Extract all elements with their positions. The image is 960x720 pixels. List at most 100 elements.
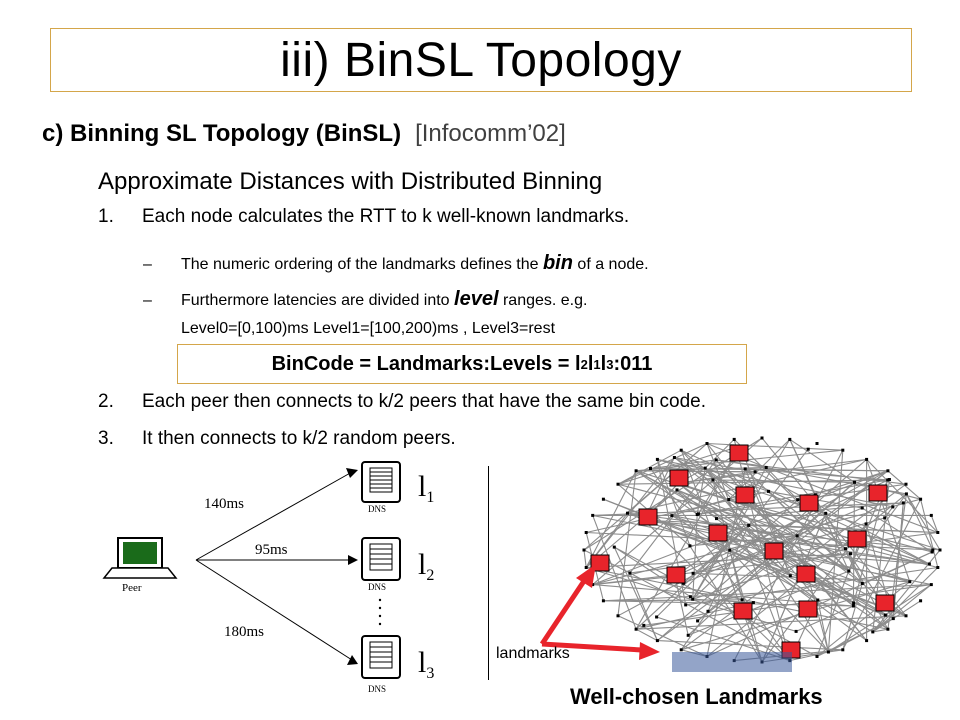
network-node bbox=[795, 534, 799, 538]
network-edge bbox=[650, 468, 791, 661]
network-node bbox=[655, 615, 659, 619]
network-edge bbox=[617, 470, 637, 616]
peer-laptop-icon bbox=[102, 537, 178, 579]
edge-label-180ms: 180ms bbox=[224, 624, 264, 640]
network-node bbox=[788, 574, 792, 578]
network-edge bbox=[892, 502, 904, 619]
network-node bbox=[705, 442, 709, 445]
network-graph bbox=[540, 436, 942, 672]
network-node bbox=[691, 571, 695, 575]
network-node bbox=[584, 566, 588, 569]
network-node bbox=[688, 544, 692, 548]
network-node bbox=[753, 470, 757, 474]
network-edge bbox=[842, 583, 863, 650]
network-edge bbox=[635, 445, 741, 630]
level-term: level bbox=[454, 288, 499, 310]
network-edge bbox=[816, 581, 911, 657]
network-node bbox=[864, 522, 868, 526]
network-edge bbox=[583, 549, 587, 568]
network-node bbox=[591, 583, 595, 587]
landmark-label-l1: l1 bbox=[418, 470, 434, 506]
network-node bbox=[891, 617, 895, 621]
network-node bbox=[901, 501, 905, 505]
network-node bbox=[591, 513, 595, 517]
network-node bbox=[815, 442, 819, 445]
network-node bbox=[930, 550, 934, 554]
network-edge bbox=[872, 567, 939, 633]
network-node bbox=[883, 516, 887, 520]
network-edge bbox=[680, 450, 763, 663]
landmark-node bbox=[733, 602, 753, 620]
network-node bbox=[860, 506, 864, 510]
network-edge bbox=[614, 546, 818, 657]
edge-label-140ms: 140ms bbox=[204, 496, 244, 512]
blurred-logo-strip bbox=[672, 652, 792, 672]
network-edge bbox=[586, 531, 933, 551]
network-edge bbox=[728, 498, 933, 553]
network-node bbox=[706, 609, 710, 613]
network-node bbox=[919, 497, 923, 501]
network-node bbox=[670, 514, 674, 518]
network-edge bbox=[692, 517, 885, 574]
network-edge bbox=[643, 519, 907, 617]
network-node bbox=[655, 457, 659, 461]
network-node bbox=[672, 456, 676, 459]
landmark-node bbox=[729, 444, 749, 462]
network-edge bbox=[884, 506, 894, 519]
list-item-3: 3.It then connects to k/2 random peers. bbox=[98, 428, 456, 449]
network-edge bbox=[905, 493, 934, 551]
network-edge bbox=[729, 549, 894, 620]
network-node bbox=[760, 436, 764, 440]
network-edge bbox=[617, 483, 938, 569]
network-node bbox=[871, 630, 875, 634]
network-edge bbox=[617, 479, 888, 485]
landmark-node bbox=[868, 484, 888, 502]
landmark-node bbox=[669, 469, 689, 487]
edge-line-3 bbox=[195, 559, 353, 661]
network-node bbox=[675, 488, 679, 492]
network-edge bbox=[733, 439, 846, 550]
sub-item-bin: –The numeric ordering of the landmarks d… bbox=[143, 252, 649, 274]
network-node bbox=[904, 482, 908, 486]
landmark-node bbox=[735, 486, 755, 504]
network-node bbox=[841, 448, 845, 452]
network-node bbox=[728, 548, 732, 552]
landmarks-label: landmarks bbox=[496, 645, 570, 662]
network-edge bbox=[680, 610, 709, 651]
peer-landmark-diagram: Peer 140ms 95ms 180ms DNS DNS DNS l1 l2 … bbox=[102, 461, 434, 694]
network-node bbox=[634, 469, 638, 473]
network-edge bbox=[827, 450, 844, 653]
network-node bbox=[853, 480, 856, 484]
network-node bbox=[852, 601, 856, 605]
network-node bbox=[919, 599, 923, 603]
title-box: iii) BinSL Topology bbox=[50, 28, 912, 92]
network-edge bbox=[627, 458, 867, 514]
network-node bbox=[794, 629, 798, 633]
network-node bbox=[826, 650, 830, 654]
network-edge bbox=[657, 640, 843, 651]
network-node bbox=[904, 614, 908, 618]
network-edge bbox=[872, 618, 894, 633]
network-node bbox=[655, 639, 659, 643]
network-edge bbox=[617, 442, 708, 485]
network-edge bbox=[629, 572, 791, 662]
network-node bbox=[696, 512, 700, 516]
network-edge bbox=[697, 470, 889, 622]
network-node bbox=[688, 595, 692, 599]
subtitle: c) Binning SL Topology (BinSL)[Infocomm’… bbox=[42, 120, 566, 148]
network-edge bbox=[603, 599, 743, 602]
network-edge bbox=[592, 515, 637, 630]
subtitle-reference: [Infocomm’02] bbox=[415, 120, 566, 147]
edge-label-95ms: 95ms bbox=[255, 542, 288, 558]
network-node bbox=[715, 517, 718, 521]
landmark-node bbox=[847, 530, 867, 548]
network-node bbox=[936, 566, 940, 569]
dns-label-2: DNS bbox=[368, 582, 386, 592]
dns-server-icon-1 bbox=[361, 461, 401, 503]
landmark-label-l2: l2 bbox=[418, 548, 434, 584]
network-edge bbox=[729, 549, 874, 633]
bin-term: bin bbox=[542, 252, 573, 274]
network-node bbox=[691, 597, 695, 601]
peer-label: Peer bbox=[122, 582, 142, 594]
network-node bbox=[796, 498, 800, 502]
